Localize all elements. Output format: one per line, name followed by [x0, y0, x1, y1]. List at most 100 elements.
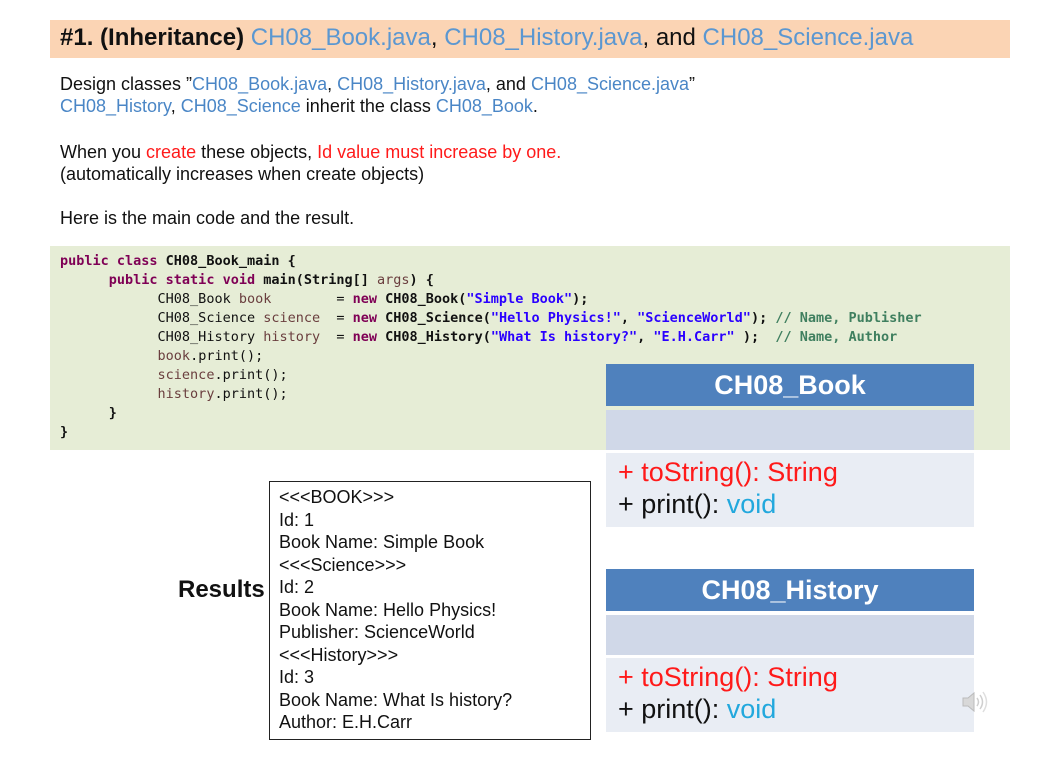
speaker-icon[interactable]	[960, 688, 988, 716]
result-line: Author: E.H.Carr	[279, 712, 413, 732]
title-file-history: CH08_History.java	[444, 24, 643, 51]
desc1-file-science: CH08_Science.java	[530, 74, 690, 94]
code-keyword: new	[352, 291, 378, 307]
uml-history-header: CH08_History	[606, 569, 974, 611]
desc2-end: .	[532, 96, 538, 116]
code-var: history	[157, 386, 215, 402]
code-punct: ) {	[409, 272, 434, 288]
result-line: <<<Science>>>	[279, 554, 407, 575]
description-line-2: CH08_History, CH08_Science inherit the c…	[60, 95, 538, 117]
code-keyword: new	[352, 310, 378, 326]
desc1-file-history: CH08_History.java	[337, 74, 486, 94]
desc3-c: these objects,	[196, 142, 318, 162]
code-punct: );	[734, 329, 776, 345]
code-var: book	[157, 348, 191, 364]
code-keyword: new	[352, 329, 378, 345]
code-assign: =	[320, 310, 353, 326]
uml-book-print: + print(): void	[618, 489, 776, 520]
uml-history-print: + print(): void	[618, 694, 776, 725]
code-string: "Simple Book"	[466, 291, 573, 307]
desc1-sep2: , and	[485, 74, 531, 94]
title-file-science: CH08_Science.java	[702, 24, 914, 51]
result-line: <<<History>>>	[279, 644, 399, 665]
code-block: public class CH08_Book_main { public sta…	[50, 246, 1010, 450]
uml-history-print-sig: + print():	[618, 694, 727, 724]
result-line: Book Name: What Is history?	[279, 689, 513, 710]
code-assign: =	[271, 291, 353, 307]
results-output: <<<BOOK>>> Id: 1 Book Name: Simple Book …	[279, 486, 512, 734]
uml-book-attributes	[606, 410, 974, 450]
code-var: science	[263, 310, 321, 326]
code-keyword: public static void	[108, 272, 256, 288]
result-line: Id: 3	[279, 667, 315, 687]
results-label: Results	[178, 576, 265, 603]
title-number: #1. (Inheritance)	[60, 24, 245, 51]
code-ctor: CH08_Science(	[377, 310, 491, 326]
uml-history-print-return: void	[726, 694, 777, 724]
title-sep-2: , and	[642, 24, 703, 51]
desc2-class-history: CH08_History	[60, 96, 171, 116]
uml-book-tostring: + toString(): String	[618, 457, 838, 487]
uml-book-print-sig: + print():	[618, 489, 727, 519]
code-string: "E.H.Carr"	[653, 329, 735, 345]
code-punct: );	[750, 310, 776, 326]
result-line: Book Name: Hello Physics!	[279, 599, 497, 620]
result-line: Publisher: ScienceWorld	[279, 622, 475, 642]
page-title: #1. (Inheritance) CH08_Book.java, CH08_H…	[60, 24, 913, 52]
desc2-mid: inherit the class	[300, 96, 436, 116]
code-punct: ,	[637, 329, 654, 345]
title-sep-1: ,	[430, 24, 445, 51]
desc2-class-book: CH08_Book	[435, 96, 533, 116]
desc2-class-science: CH08_Science	[180, 96, 301, 116]
result-line: Id: 1	[279, 509, 315, 530]
description-line-1: Design classes ”CH08_Book.java, CH08_His…	[60, 73, 695, 95]
uml-history-methods: + toString(): String + print(): void	[606, 658, 974, 732]
code-var: book	[238, 291, 272, 307]
code-comment: // Name, Author	[775, 329, 898, 345]
code-comment: // Name, Publisher	[775, 310, 922, 326]
code-var: args	[377, 272, 410, 288]
code-brace: }	[108, 405, 117, 421]
code-var: science	[157, 367, 215, 383]
code-call: .print();	[214, 367, 288, 383]
code-string: "ScienceWorld"	[637, 310, 751, 326]
code-assign: =	[320, 329, 353, 345]
desc3-id-rule: Id value must increase by one.	[317, 142, 562, 162]
desc1-prefix: Design classes ”	[60, 74, 193, 94]
desc3-a: When you	[60, 142, 147, 162]
code-var: history	[263, 329, 321, 345]
description-line-3: When you create these objects, Id value …	[60, 141, 561, 163]
code-method-decl: main(String[]	[255, 272, 378, 288]
code-type: CH08_Science	[157, 310, 264, 326]
desc3-create: create	[146, 142, 197, 162]
code-punct: ,	[620, 310, 638, 326]
desc1-sep1: ,	[327, 74, 338, 94]
code-call: .print();	[190, 348, 264, 364]
description-line-4: (automatically increases when create obj…	[60, 164, 425, 184]
code-string: "Hello Physics!"	[490, 310, 621, 326]
uml-book-methods: + toString(): String + print(): void	[606, 453, 974, 527]
result-line: Id: 2	[279, 577, 315, 597]
code-ctor: CH08_History(	[377, 329, 491, 345]
code-type: CH08_History	[157, 329, 264, 345]
title-bar: #1. (Inheritance) CH08_Book.java, CH08_H…	[50, 20, 1010, 58]
desc1-suffix: ”	[689, 74, 696, 94]
description-line-5: Here is the main code and the result.	[60, 208, 355, 228]
code-ctor: CH08_Book(	[377, 291, 467, 307]
uml-history-attributes	[606, 615, 974, 655]
code-class-decl: CH08_Book_main {	[157, 253, 296, 269]
uml-book-print-return: void	[726, 489, 777, 519]
code-text: public class CH08_Book_main { public sta…	[60, 252, 922, 442]
code-punct: );	[572, 291, 589, 307]
code-brace: }	[60, 424, 69, 440]
code-type: CH08_Book	[157, 291, 239, 307]
code-string: "What Is history?"	[490, 329, 638, 345]
result-line: Book Name: Simple Book	[279, 532, 485, 552]
result-line: <<<BOOK>>>	[279, 487, 395, 507]
results-box: <<<BOOK>>> Id: 1 Book Name: Simple Book …	[269, 481, 591, 740]
title-file-book: CH08_Book.java	[250, 24, 431, 51]
uml-book-header: CH08_Book	[606, 364, 974, 406]
code-keyword: public class	[60, 253, 158, 269]
code-call: .print();	[214, 386, 288, 402]
desc1-file-book: CH08_Book.java	[192, 74, 328, 94]
